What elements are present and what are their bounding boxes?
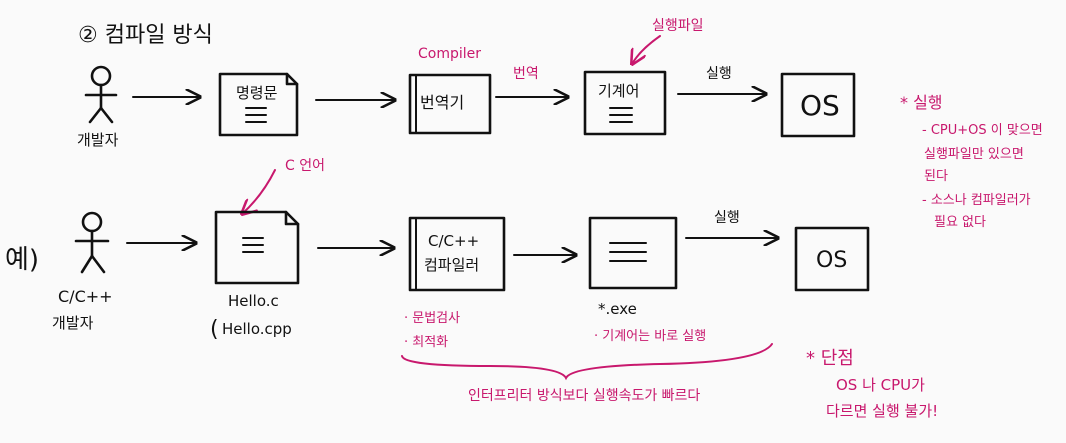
file-bracket: (	[210, 317, 219, 342]
source-file-box	[218, 72, 299, 137]
file-name-c: Hello.c	[228, 292, 279, 310]
developer-label-2b: 개발자	[52, 314, 94, 332]
disadvantage-title: * 단점	[806, 348, 854, 369]
exe-lines	[609, 242, 647, 262]
file-name-cpp: Hello.cpp	[222, 320, 292, 338]
run-label-1: 실행	[706, 66, 732, 82]
compiler-box-2-line2: 컴파일러	[424, 256, 479, 274]
executable-note-arrow	[632, 35, 661, 64]
machine-code-box	[583, 70, 667, 136]
exe-label: *.exe	[598, 300, 637, 318]
speed-note: 인터프리터 방식보다 실행속도가 빠르다	[468, 388, 700, 404]
right-note-4: 된다	[924, 169, 948, 184]
language-note: C 언어	[285, 158, 325, 174]
language-note-arrow	[242, 169, 276, 214]
executable-top-note: 실행파일	[652, 18, 704, 34]
run-label-2: 실행	[714, 210, 740, 226]
disadvantage-line-1: OS 나 CPU가	[836, 376, 925, 394]
speed-brace	[401, 343, 773, 381]
compiler-box-2	[408, 216, 506, 292]
compiler-top-note: Compiler	[418, 46, 481, 62]
machine-code-label: 기계어	[598, 82, 639, 100]
os-label-2: OS	[816, 248, 847, 273]
compiler-note-optimize: · 최적화	[404, 335, 448, 350]
compiler-box-2-line1: C/C++	[428, 232, 479, 250]
source-file-box-2	[214, 210, 300, 285]
right-note-3: 실행파일만 있으면	[924, 146, 1024, 162]
developer-label-2a: C/C++	[58, 287, 113, 306]
disadvantage-line-2: 다르면 실행 불가!	[826, 402, 938, 420]
developer-label-1: 개발자	[77, 131, 119, 149]
os-box-2	[794, 226, 870, 292]
exe-box	[588, 216, 678, 290]
translate-label: 번역	[513, 66, 539, 82]
os-box-1	[780, 72, 856, 138]
right-note-1: * 실행	[900, 93, 943, 112]
os-label-1: OS	[800, 89, 840, 122]
diagram-title: ② 컴파일 방식	[78, 23, 213, 48]
compiler-note-syntax: · 문법검사	[404, 311, 460, 326]
source-file-label: 명령문	[236, 84, 278, 102]
example-prefix: 예)	[5, 245, 39, 275]
machine-code-lines	[609, 107, 633, 123]
right-note-6: 필요 없다	[934, 215, 986, 230]
developer-figure-1	[84, 65, 118, 124]
exe-note: · 기계어는 바로 실행	[594, 328, 706, 344]
compiler-box	[408, 73, 492, 135]
compiler-box-label: 번역기	[420, 93, 464, 112]
right-note-5: - 소스나 컴파일러가	[922, 193, 1031, 208]
right-note-2: - CPU+OS 이 맞으면	[922, 123, 1043, 138]
developer-figure-2	[74, 211, 110, 274]
